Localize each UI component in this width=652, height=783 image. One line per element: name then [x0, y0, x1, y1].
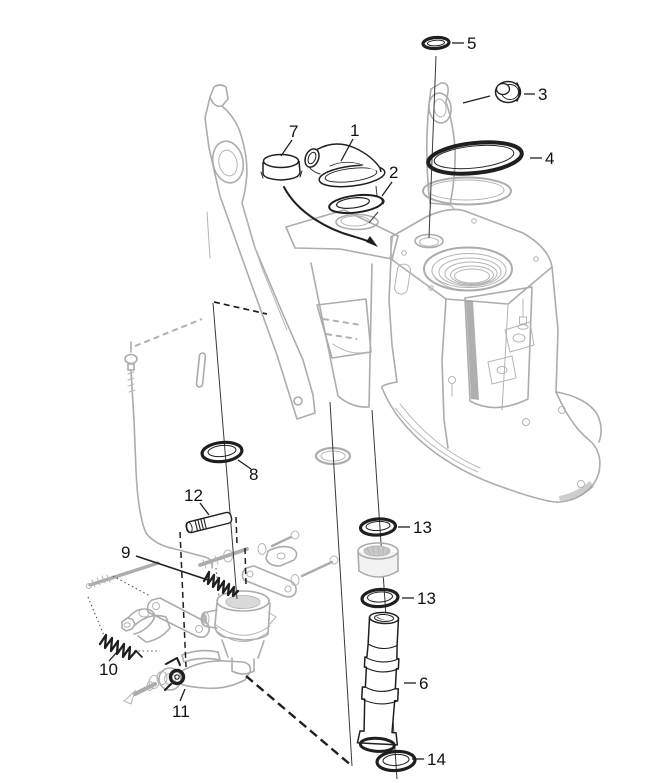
- callout-12: 12: [184, 486, 210, 516]
- dashed-top: [213, 301, 268, 315]
- part-1-cover: [304, 143, 386, 188]
- dashed-left-box: [179, 531, 187, 668]
- callout-11: 11: [172, 688, 190, 721]
- callout-14: 14: [412, 750, 446, 769]
- callout-11-label: 11: [172, 702, 190, 721]
- dotted-2: [87, 596, 106, 639]
- axis-steering-shaft: [212, 302, 238, 600]
- callout-5: 5: [452, 34, 476, 53]
- axis-part2-boss: [368, 211, 379, 224]
- housing-illustration: [195, 82, 602, 503]
- dotted-4: [215, 567, 220, 598]
- callout-13a: 13: [398, 518, 432, 537]
- callout-9: 9: [121, 543, 209, 581]
- callouts: 1 2 3 4 5 6 7 8: [99, 34, 554, 769]
- dashed-diagonal-heavy: [245, 675, 353, 767]
- part-7-cap: [260, 153, 303, 181]
- callout-13b-label: 13: [417, 589, 436, 608]
- dashed-pin-axis: [235, 516, 247, 586]
- part-13b-oring: [360, 587, 400, 609]
- callout-13b: 13: [402, 589, 436, 608]
- callout-4: 4: [530, 149, 554, 168]
- axis-part5: [428, 55, 437, 239]
- callout-14-label: 14: [427, 750, 446, 769]
- part-6-tube: [356, 611, 400, 753]
- axis-part1-2: [375, 185, 378, 197]
- part-11-clip: [163, 656, 186, 692]
- bushing: [357, 542, 399, 578]
- callout-4-label: 4: [545, 149, 554, 168]
- linkage-assembly: [86, 318, 339, 705]
- callout-3-label: 3: [538, 85, 547, 104]
- callout-2-label: 2: [389, 163, 398, 182]
- callout-8-label: 8: [249, 465, 258, 484]
- callout-7: 7: [280, 122, 298, 157]
- part-14-oring: [375, 749, 417, 773]
- callout-7-label: 7: [289, 122, 298, 141]
- insert-arrow-head: [366, 236, 378, 247]
- axis-column: [329, 401, 353, 767]
- part-9-spring: [202, 570, 240, 598]
- callout-5-label: 5: [467, 34, 476, 53]
- exploded-parts: [98, 35, 524, 773]
- part-13a-oring: [358, 517, 398, 537]
- part-4-oring: [426, 140, 524, 176]
- dotted-1: [112, 575, 151, 597]
- part-2-gasket: [328, 193, 385, 215]
- part-8-oring: [200, 440, 244, 464]
- part-12-pin: [185, 511, 233, 534]
- callout-2: 2: [381, 163, 398, 197]
- callout-6-label: 6: [419, 674, 428, 693]
- callout-10: 10: [99, 651, 118, 679]
- callout-1-label: 1: [350, 121, 359, 140]
- callout-1: 1: [340, 121, 359, 162]
- callout-6: 6: [404, 674, 428, 693]
- callout-9-label: 9: [121, 543, 130, 562]
- callout-13a-label: 13: [413, 518, 432, 537]
- callout-3: 3: [462, 85, 547, 104]
- callout-10-label: 10: [99, 660, 118, 679]
- part-5-oring: [421, 35, 451, 51]
- part-3-plug: [494, 80, 522, 104]
- part-10-spring: [98, 633, 143, 661]
- callout-8: 8: [237, 459, 258, 484]
- callout-12-label: 12: [184, 486, 203, 505]
